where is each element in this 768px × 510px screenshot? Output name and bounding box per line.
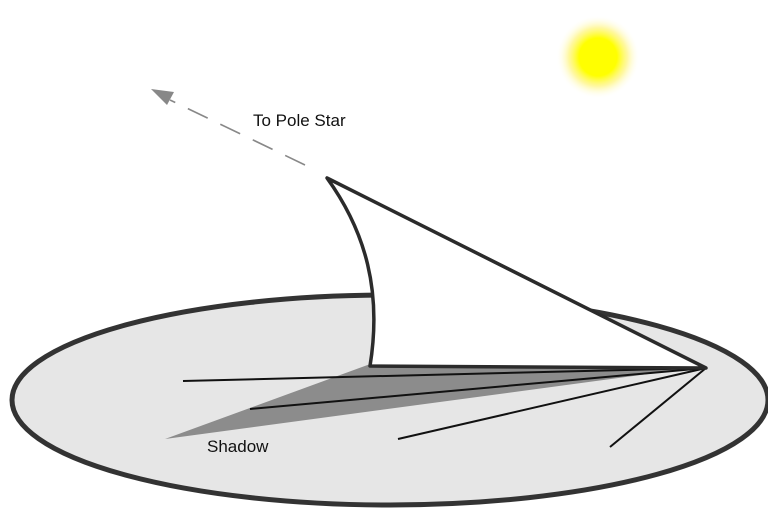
pole-star-label: To Pole Star [253, 111, 346, 131]
arrow-head-icon [151, 89, 174, 105]
shadow-label: Shadow [207, 437, 268, 457]
pole-star-dashed-line [170, 100, 305, 165]
gnomon [327, 178, 706, 368]
sun-icon [556, 15, 640, 99]
